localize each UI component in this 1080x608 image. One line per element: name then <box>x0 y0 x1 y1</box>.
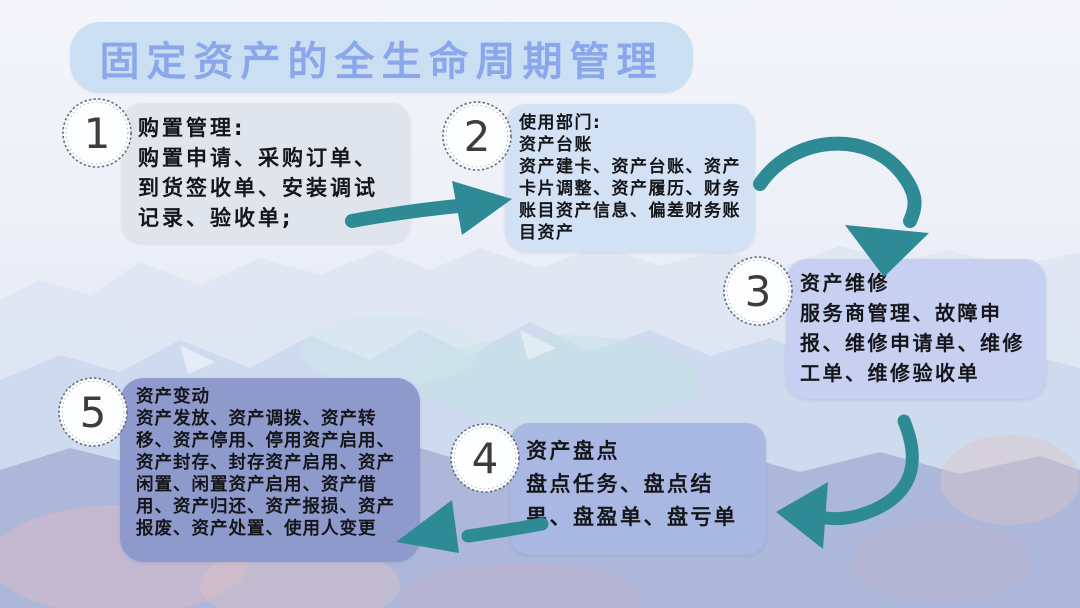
step-number-badge-1: 1 <box>57 93 137 173</box>
step-heading: 使用部门: <box>519 113 602 133</box>
step-number: 5 <box>79 387 107 437</box>
step-card-inventory: 资产盘点 盘点任务、盘点结果、盘盈单、盘亏单 <box>510 423 766 555</box>
scalloped-circle-icon <box>58 377 128 447</box>
step-body: 盘点任务、盘点结果、盘盈单、盘亏单 <box>526 472 738 529</box>
step-body: 购置申请、采购订单、到货签收单、安装调试记录、验收单; <box>138 146 378 230</box>
title-banner: 固定资产的全生命周期管理 <box>70 22 693 93</box>
step-card-usage: 使用部门: 资产台账 资产建卡、资产台账、资产卡片调整、资产履历、财务账目资产信… <box>505 104 755 252</box>
step-number: 4 <box>471 433 499 483</box>
step-body: 资产发放、资产调拨、资产转移、资产停用、停用资产启用、资产封存、封存资产启用、资… <box>136 409 395 539</box>
page-title: 固定资产的全生命周期管理 <box>99 38 664 85</box>
step-card-purchase: 购置管理: 购置申请、采购订单、到货签收单、安装调试记录、验收单; <box>122 103 410 243</box>
step-number: 2 <box>463 111 491 161</box>
step-heading: 资产盘点 <box>526 439 620 463</box>
step-number-badge-3: 3 <box>718 251 798 331</box>
step-heading: 购置管理: <box>138 116 246 140</box>
step-number: 1 <box>83 108 111 158</box>
step-card-changes: 资产变动 资产发放、资产调拨、资产转移、资产停用、停用资产启用、资产封存、封存资… <box>120 378 420 562</box>
scalloped-circle-icon <box>450 423 520 493</box>
scalloped-circle-icon <box>723 256 793 326</box>
scalloped-circle-icon <box>442 101 512 171</box>
step-number: 3 <box>744 266 772 316</box>
step-body: 服务商管理、故障申报、维修申请单、维修工单、维修验收单 <box>800 301 1025 385</box>
step-heading: 资产维修 <box>800 271 890 295</box>
step-heading: 资产变动 <box>136 387 210 407</box>
step-number-badge-5: 5 <box>53 372 133 452</box>
step-number-badge-2: 2 <box>437 96 517 176</box>
step-body: 资产台账 资产建卡、资产台账、资产卡片调整、资产履历、财务账目资产信息、偏差财务… <box>519 135 741 243</box>
step-card-maintenance: 资产维修 服务商管理、故障申报、维修申请单、维修工单、维修验收单 <box>786 259 1046 399</box>
step-number-badge-4: 4 <box>445 418 525 498</box>
scalloped-circle-icon <box>62 98 132 168</box>
